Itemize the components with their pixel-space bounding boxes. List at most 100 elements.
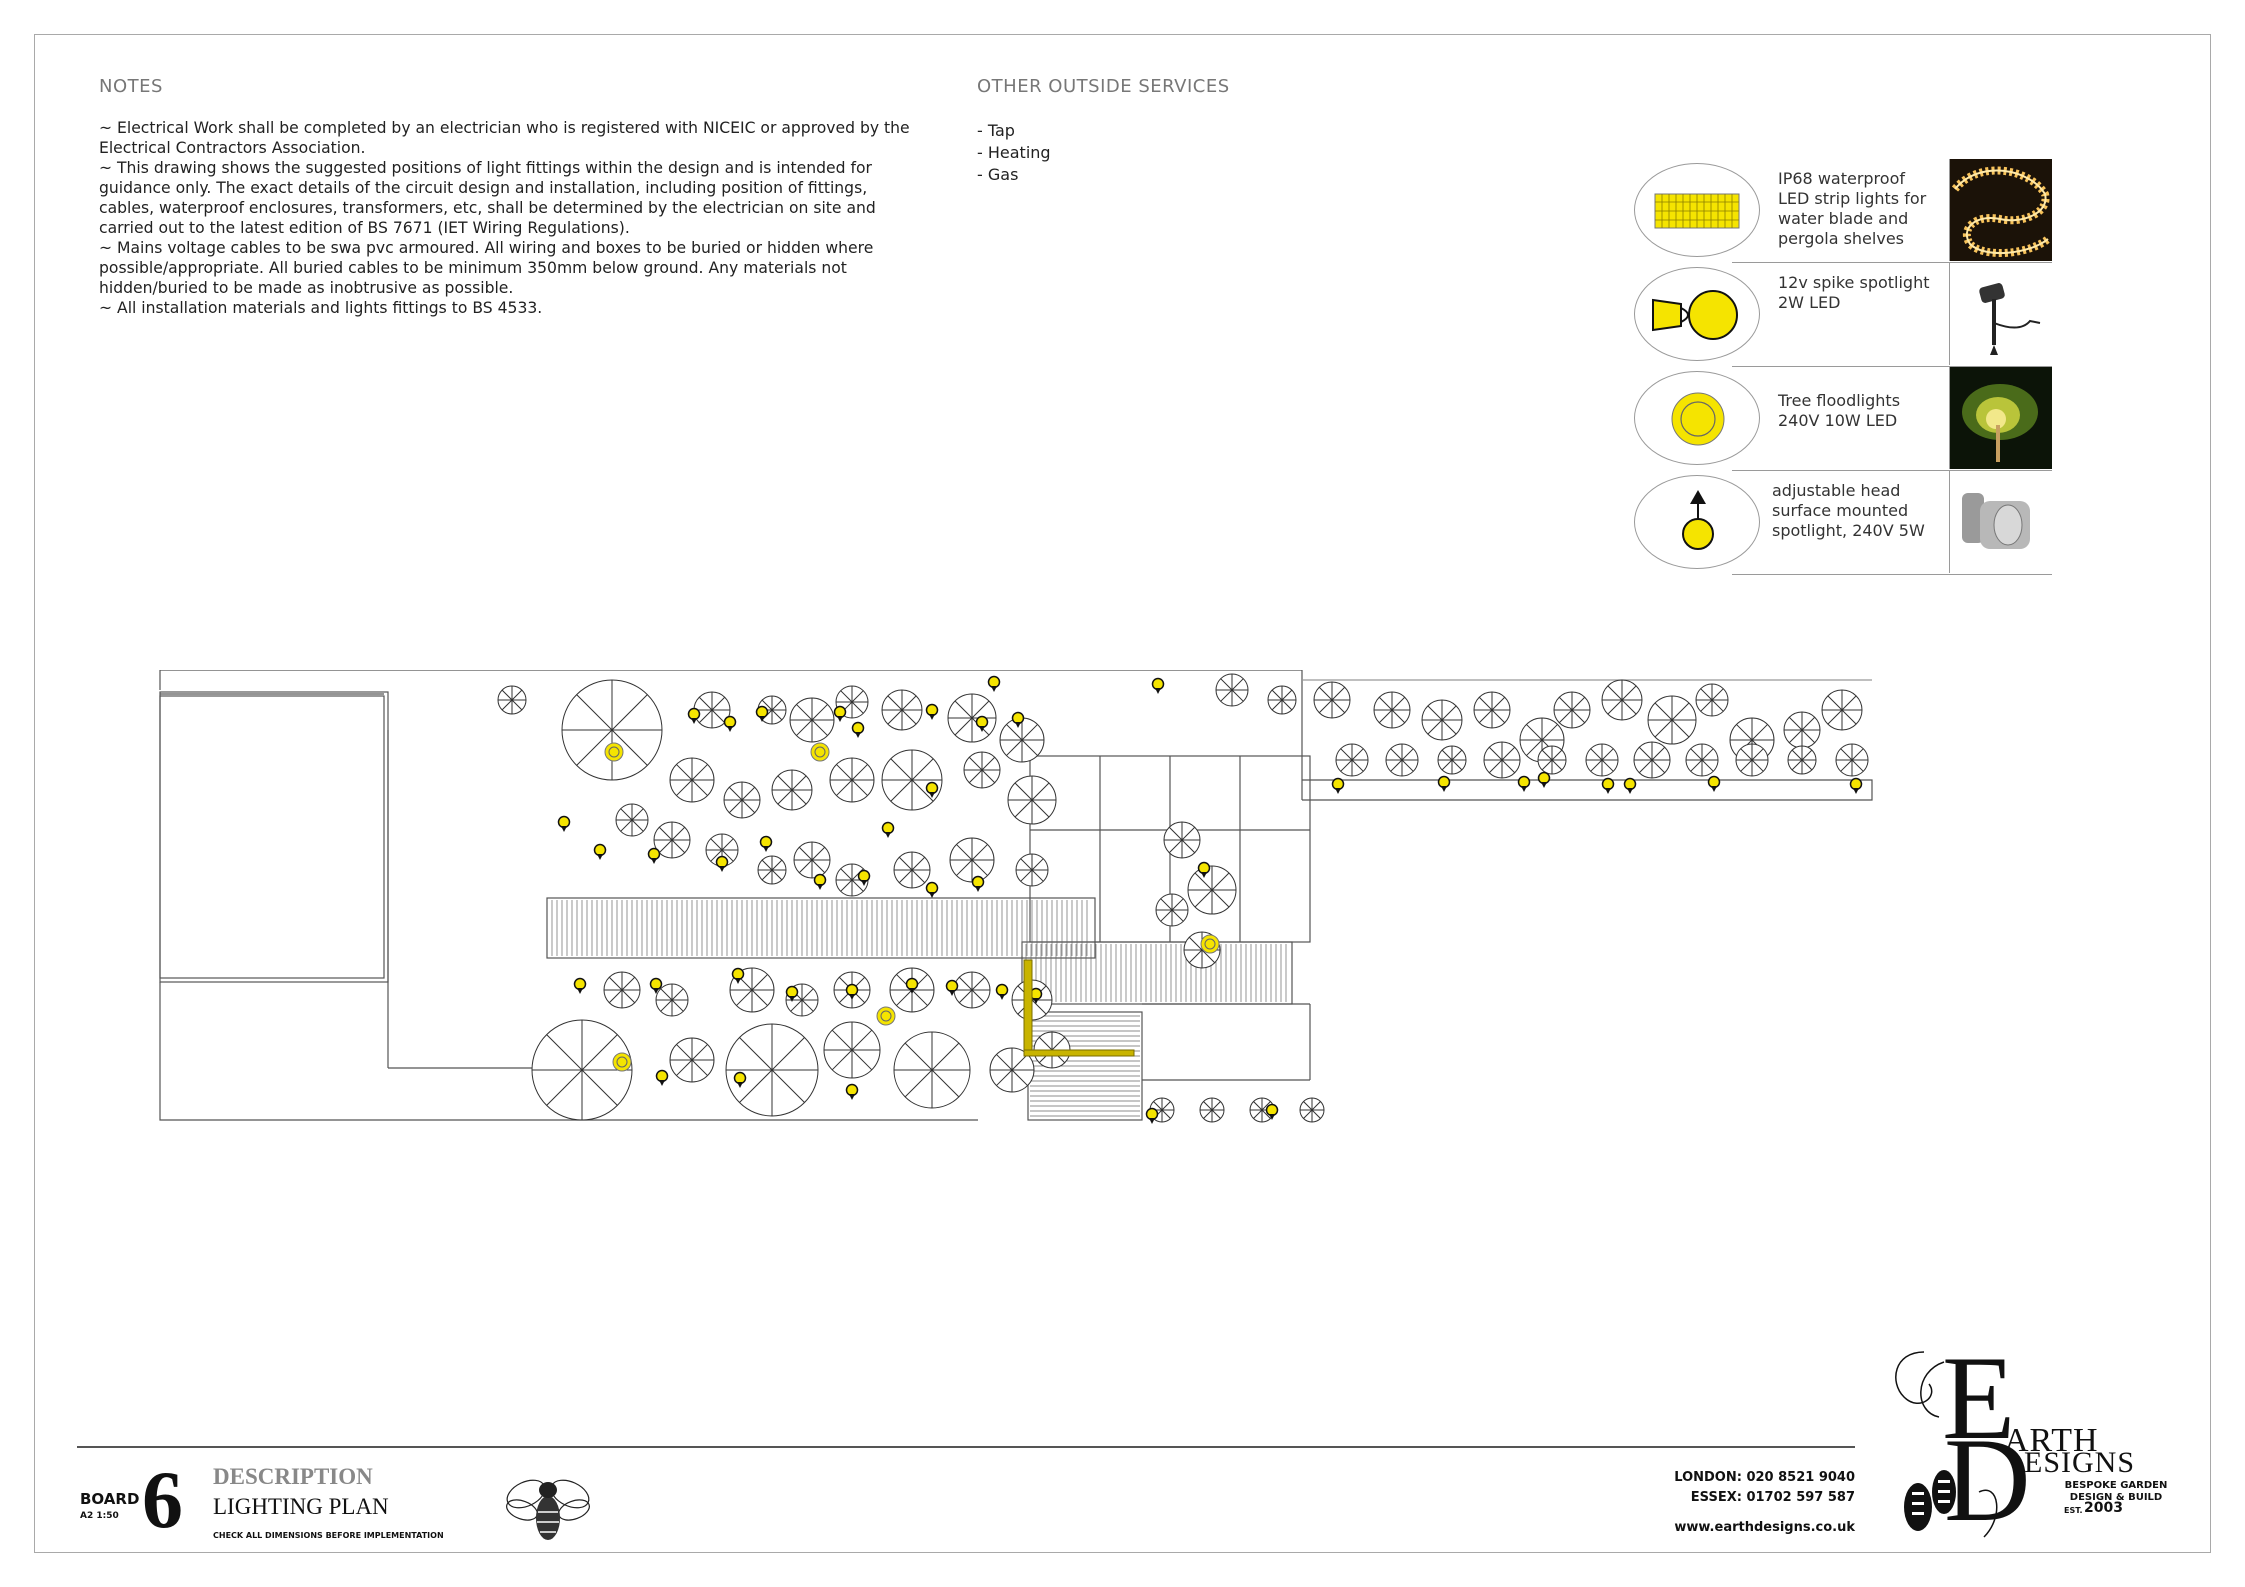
- plant-symbol: [1685, 743, 1719, 777]
- plant-symbol: [1187, 865, 1237, 915]
- spike-spotlight-marker: [733, 1071, 747, 1088]
- legend-row-tree-floodlight: Tree floodlights 240V 10W LED: [1632, 367, 2052, 471]
- plant-symbol: [655, 983, 689, 1017]
- plant-symbol: [669, 1037, 715, 1083]
- plant-symbol: [1385, 743, 1419, 777]
- logo-arth: ARTH: [2004, 1422, 2099, 1459]
- spike-spotlight-marker: [905, 977, 919, 994]
- plant-symbol: [793, 841, 831, 879]
- spike-spotlight-marker: [925, 881, 939, 898]
- legend-text: Tree floodlights 240V 10W LED: [1778, 391, 1901, 430]
- spike-spotlight-marker: [647, 847, 661, 864]
- plant-symbol: [1585, 743, 1619, 777]
- spike-spotlight-marker: [845, 1083, 859, 1100]
- footer-rule: [77, 1446, 1855, 1448]
- service-item: Tap: [977, 120, 1051, 142]
- legend-divider: [1732, 262, 2052, 263]
- spike-spotlight-marker: [1265, 1103, 1279, 1120]
- spike-spotlight-marker: [1849, 777, 1863, 794]
- spike-spotlight-marker: [975, 715, 989, 732]
- plant-symbol: [963, 751, 1001, 789]
- plant-symbol: [1299, 1097, 1325, 1123]
- logo-tagline: BESPOKE GARDEN DESIGN & BUILD: [2064, 1480, 2168, 1503]
- logo-letter-e: E: [1942, 1331, 2016, 1464]
- legend-text: adjustable head surface mounted spotligh…: [1772, 481, 1925, 540]
- spike-spotlight-marker: [573, 977, 587, 994]
- plant-symbol: [1199, 1097, 1225, 1123]
- board-number: 6: [142, 1454, 183, 1545]
- plant-symbol: [1421, 699, 1463, 741]
- services-list: Tap Heating Gas: [977, 120, 1051, 186]
- spike-spotlight-marker: [925, 781, 939, 798]
- led-strip-marker: [1023, 959, 1135, 1057]
- legend-row-spike-spotlight: 12v spike spotlight 2W LED: [1632, 263, 2052, 367]
- plant-symbol: [757, 855, 787, 885]
- plant-symbol: [953, 971, 991, 1009]
- plant-symbol: [1601, 679, 1643, 721]
- spike-spotlight-marker: [1145, 1107, 1159, 1124]
- service-item: Gas: [977, 164, 1051, 186]
- plant-symbol: [881, 749, 943, 811]
- spike-spotlight-marker: [557, 815, 571, 832]
- spike-spotlight-marker: [1517, 775, 1531, 792]
- tree-floodlight-marker: [1200, 934, 1220, 954]
- spike-spotlight-marker: [723, 715, 737, 732]
- spike-spotlight-marker: [813, 873, 827, 890]
- wall-spotlight-icon: [1634, 475, 1760, 569]
- plant-symbol: [999, 717, 1045, 763]
- website-link[interactable]: www.earthdesigns.co.uk: [1674, 1520, 1855, 1535]
- plant-symbol: [1787, 745, 1817, 775]
- notes-title: NOTES: [99, 76, 163, 97]
- plant-symbol: [829, 757, 875, 803]
- contact-block: LONDON: 020 8521 9040 ESSEX: 01702 597 5…: [1674, 1468, 1855, 1508]
- legend-divider: [1732, 470, 2052, 471]
- logo-year: 2003: [2084, 1500, 2123, 1516]
- spike-spotlight-marker: [1331, 777, 1345, 794]
- led-strip-photo: [1949, 159, 2052, 261]
- wall-spotlight-photo: [1949, 471, 2052, 573]
- legend-divider: [1732, 366, 2052, 367]
- plant-symbol: [615, 803, 649, 837]
- house-outline: [159, 695, 385, 979]
- spike-spotlight-marker: [759, 835, 773, 852]
- plant-symbol: [1783, 711, 1821, 749]
- legend-text: 12v spike spotlight 2W LED: [1778, 273, 1930, 312]
- plant-symbol: [497, 685, 527, 715]
- spike-spotlight-marker: [925, 703, 939, 720]
- spike-spotlight-marker: [881, 821, 895, 838]
- spike-spotlight-marker: [1537, 771, 1551, 788]
- drawing-frame: [34, 34, 2211, 1553]
- plant-symbol: [723, 781, 761, 819]
- service-item: Heating: [977, 142, 1051, 164]
- led-strip-icon: [1634, 163, 1760, 257]
- services-title: OTHER OUTSIDE SERVICES: [977, 76, 1230, 97]
- spike-spotlight-marker: [1151, 677, 1165, 694]
- earth-designs-logo: E ARTH D ESIGNS BESPOKE GARDEN DESIGN & …: [1884, 1338, 2174, 1552]
- description-title: DESCRIPTION: [213, 1464, 373, 1489]
- spike-spotlight-icon: [1634, 267, 1760, 361]
- logo-letter-d: D: [1944, 1413, 2031, 1546]
- description-value: LIGHTING PLAN: [213, 1494, 389, 1519]
- plant-symbol: [893, 1031, 971, 1109]
- spike-spotlight-marker: [1011, 711, 1025, 728]
- logo-est: EST.: [2064, 1506, 2083, 1515]
- plant-symbol: [669, 757, 715, 803]
- plant-symbol: [947, 693, 997, 743]
- legend-text: IP68 waterproof LED strip lights for wat…: [1778, 169, 1927, 248]
- tree-floodlight-marker: [612, 1052, 632, 1072]
- plant-symbol: [949, 837, 995, 883]
- note-paragraph: ~ This drawing shows the suggested posit…: [99, 159, 876, 237]
- plant-symbol: [1373, 691, 1411, 729]
- logo-esigns: ESIGNS: [2024, 1446, 2136, 1479]
- spike-spotlight-marker: [755, 705, 769, 722]
- spike-spotlight-marker: [731, 967, 745, 984]
- plant-symbol: [1249, 1097, 1275, 1123]
- spike-spotlight-marker: [1437, 775, 1451, 792]
- plant-symbol: [881, 689, 923, 731]
- plant-symbol: [1007, 775, 1057, 825]
- plant-symbol: [1267, 685, 1297, 715]
- tree-floodlight-marker: [876, 1006, 896, 1026]
- plant-symbol: [1015, 853, 1049, 887]
- plant-symbol: [531, 1019, 633, 1121]
- plant-symbol: [1335, 743, 1369, 777]
